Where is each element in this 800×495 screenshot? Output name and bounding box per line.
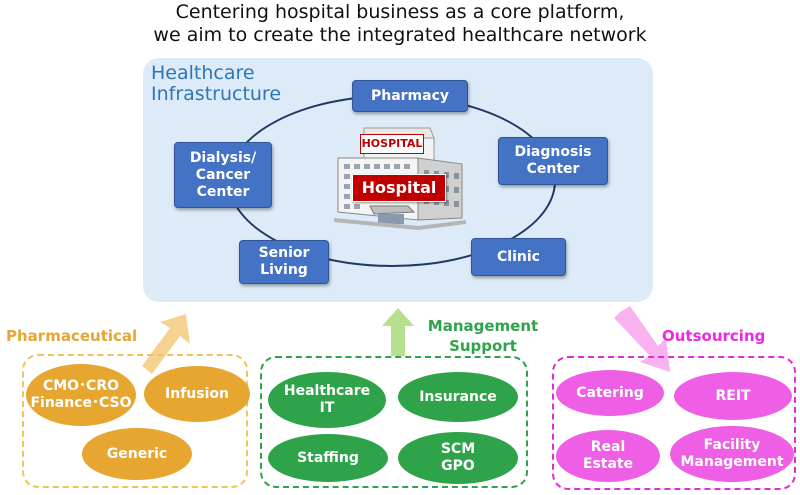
- pill-cmo-cro-finance-cso: CMO･CRO Finance･CSO: [26, 364, 136, 426]
- pill-infusion: Infusion: [144, 366, 250, 422]
- headline-line-2: we aim to create the integrated healthca…: [153, 24, 647, 46]
- pharmaceutical-label: Pharmaceutical: [6, 327, 138, 345]
- pill-generic: Generic: [82, 428, 192, 480]
- pharmaceutical-group: [22, 354, 248, 488]
- pill-catering: Catering: [556, 370, 664, 416]
- pill-staffing: Staffing: [268, 434, 388, 482]
- headline: Centering hospital business as a core pl…: [0, 1, 800, 47]
- outsourcing-group: [552, 356, 796, 490]
- hospital-label: Hospital: [352, 174, 446, 202]
- infrastructure-label-line-1: Healthcare: [151, 62, 255, 84]
- node-dialysis-cancer-center: Dialysis/ Cancer Center: [174, 142, 272, 208]
- infrastructure-label: Healthcare Infrastructure: [151, 62, 281, 106]
- pill-scm-gpo: SCM GPO: [398, 432, 518, 484]
- arrow-outsourcing-icon: [614, 306, 670, 372]
- pill-insurance: Insurance: [398, 372, 518, 422]
- headline-line-1: Centering hospital business as a core pl…: [175, 1, 625, 23]
- node-senior-living: Senior Living: [239, 240, 329, 284]
- infrastructure-label-line-2: Infrastructure: [151, 83, 282, 105]
- arrow-management-icon: [382, 308, 414, 356]
- hospital-building: HOSPITAL Hospital: [330, 120, 470, 235]
- management-support-label: Management Support: [427, 317, 539, 355]
- node-clinic: Clinic: [471, 238, 566, 276]
- pill-reit: REIT: [674, 372, 792, 420]
- management-support-group: [260, 356, 528, 488]
- node-diagnosis-center: Diagnosis Center: [498, 137, 608, 185]
- hospital-sign: HOSPITAL: [360, 134, 424, 154]
- pill-healthcare-it: Healthcare IT: [268, 372, 386, 428]
- arrow-pharmaceutical-icon: [142, 314, 190, 374]
- node-pharmacy: Pharmacy: [352, 80, 468, 112]
- pill-real-estate: Real Estate: [556, 430, 660, 482]
- outsourcing-label: Outsourcing: [662, 327, 766, 345]
- pill-facility-management: Facility Management: [670, 426, 794, 482]
